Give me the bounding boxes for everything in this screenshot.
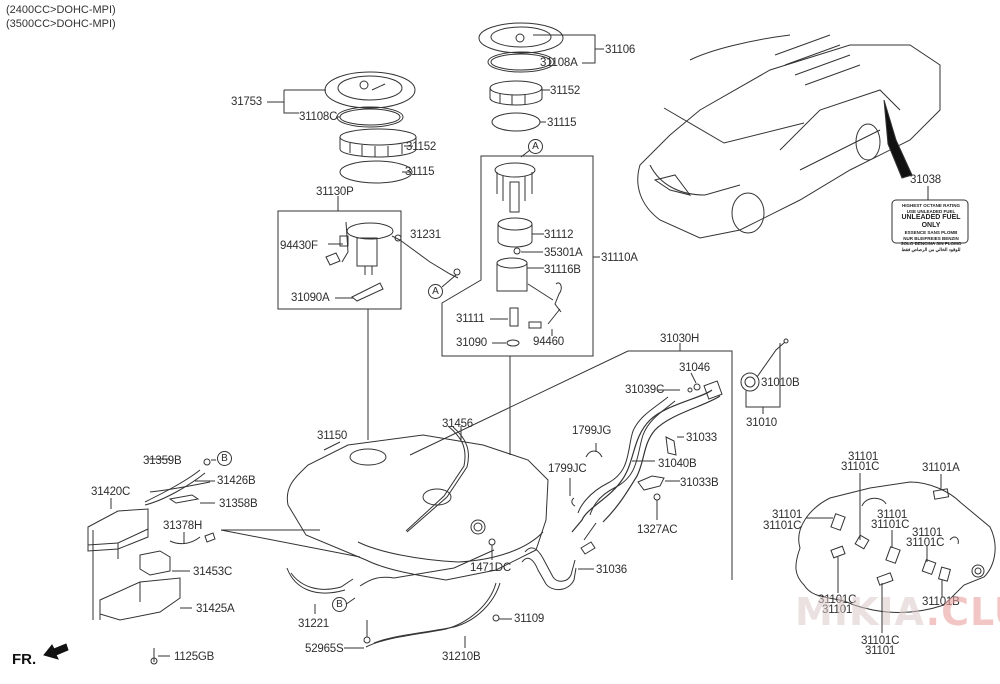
- watermark-text-a: MIKIA: [795, 590, 926, 634]
- part-label-31116B[interactable]: 31116B: [544, 264, 581, 276]
- part-label-31150[interactable]: 31150: [317, 430, 348, 442]
- part-label-31456[interactable]: 31456: [442, 418, 473, 430]
- part-label-31110A[interactable]: 31110A: [601, 252, 638, 264]
- part-label-31115-left[interactable]: 31115: [405, 166, 435, 178]
- fuel-label-line: SOLO BENCINA SIN PLOMO: [900, 241, 962, 247]
- part-label-tank-31101C[interactable]: 31101C: [861, 635, 900, 647]
- part-label-tank-31101A[interactable]: 31101A: [922, 462, 960, 474]
- part-label-1125GB[interactable]: 1125GB: [174, 651, 215, 663]
- part-label-31112[interactable]: 31112: [544, 229, 574, 241]
- reference-marker-a-harness: A: [428, 284, 443, 299]
- watermark: MIKIA.CLUB: [795, 590, 1000, 634]
- front-direction-arrow-icon: [43, 643, 69, 660]
- part-label-tank-31101[interactable]: 31101: [877, 509, 908, 521]
- part-label-tank-31101[interactable]: 31101: [912, 527, 943, 539]
- fuel-label-plate: HIGHEST OCTANE RATING USE UNLEADED FUEL …: [895, 203, 967, 253]
- part-label-31010[interactable]: 31010: [746, 417, 777, 429]
- engine-spec-line-2: (3500CC>DOHC-MPI): [6, 18, 116, 30]
- part-label-tank-31101C[interactable]: 31101C: [763, 520, 802, 532]
- part-label-94430F[interactable]: 94430F: [280, 240, 318, 252]
- watermark-text-b: .CLUB: [925, 590, 1000, 634]
- part-label-35301A[interactable]: 35301A: [544, 247, 583, 259]
- part-label-31130P[interactable]: 31130P: [316, 186, 354, 198]
- part-label-31090[interactable]: 31090: [456, 337, 487, 349]
- seal-31115-left: [339, 160, 413, 184]
- fuel-tank-drawing: [286, 425, 549, 648]
- part-label-tank-31101[interactable]: 31101: [822, 604, 853, 616]
- lock-ring-31152-right: [489, 80, 543, 106]
- part-label-31221[interactable]: 31221: [298, 618, 329, 630]
- part-label-31090A[interactable]: 31090A: [291, 292, 330, 304]
- gasket-31108C-inner: [339, 108, 401, 126]
- fuel-label-line: ESSENCE SANS PLOMB: [904, 230, 958, 236]
- part-label-tank-31101[interactable]: 31101: [772, 509, 803, 521]
- part-label-31108A[interactable]: 31108A: [540, 57, 578, 69]
- fuel-label-line-main: UNLEADED FUEL ONLY: [901, 214, 961, 230]
- part-label-31040B[interactable]: 31040B: [658, 458, 697, 470]
- fuel-pump-cover-plate-left: [324, 71, 416, 109]
- reference-marker-b-canister: B: [217, 451, 232, 466]
- reference-marker-b-tank: B: [332, 597, 347, 612]
- part-label-31111[interactable]: 31111: [456, 313, 485, 325]
- part-label-tank-31101[interactable]: 31101: [865, 645, 896, 657]
- part-label-31033[interactable]: 31033: [686, 432, 717, 444]
- part-label-tank-31101C[interactable]: 31101C: [818, 594, 857, 606]
- part-label-31231[interactable]: 31231: [410, 229, 441, 241]
- lock-ring-31152-left: [339, 128, 417, 158]
- part-label-31036[interactable]: 31036: [596, 564, 627, 576]
- part-label-31425A[interactable]: 31425A: [196, 603, 235, 615]
- part-label-31378H[interactable]: 31378H: [163, 520, 203, 532]
- vehicle-illustration: [637, 34, 941, 239]
- fuel-label-line: HIGHEST OCTANE RATING: [901, 203, 961, 208]
- fuel-label-line: NUR BLEIFREIES BENZIN: [903, 235, 959, 241]
- part-label-tank-31101C[interactable]: 31101C: [906, 537, 945, 549]
- engine-spec-line-1: (2400CC>DOHC-MPI): [6, 4, 116, 16]
- fuel-label-line: USE UNLEADED FUEL: [906, 208, 956, 214]
- part-label-31109[interactable]: 31109: [514, 613, 545, 625]
- part-label-31039C[interactable]: 31039C: [625, 384, 665, 396]
- part-label-31108C[interactable]: 31108C: [299, 111, 338, 123]
- part-label-31152-right[interactable]: 31152: [550, 85, 581, 97]
- part-label-tank-31101[interactable]: 31101: [848, 451, 879, 463]
- part-label-52965S[interactable]: 52965S: [305, 643, 344, 655]
- gasket-31108C: [336, 106, 404, 128]
- part-label-31030H[interactable]: 31030H: [660, 333, 700, 345]
- part-label-tank-31101B[interactable]: 31101B: [922, 596, 960, 608]
- part-label-31106[interactable]: 31106: [605, 44, 636, 56]
- part-label-31210B[interactable]: 31210B: [442, 651, 481, 663]
- part-label-tank-31101C[interactable]: 31101C: [871, 519, 910, 531]
- fuel-tank-labels-view: [795, 481, 996, 613]
- front-direction-label: FR.: [12, 651, 37, 668]
- part-label-31358B[interactable]: 31358B: [219, 498, 258, 510]
- part-label-31359B[interactable]: 31359B: [143, 455, 182, 467]
- part-label-31010B[interactable]: 31010B: [761, 377, 800, 389]
- part-label-31753[interactable]: 31753: [231, 96, 262, 108]
- part-label-31115-right[interactable]: 31115: [547, 117, 577, 129]
- part-label-94460[interactable]: 94460: [533, 336, 564, 348]
- part-label-31152-left[interactable]: 31152: [406, 141, 437, 153]
- part-label-1327AC[interactable]: 1327AC: [637, 524, 678, 536]
- part-label-31046[interactable]: 31046: [679, 362, 710, 374]
- part-label-31426B[interactable]: 31426B: [217, 475, 256, 487]
- part-label-31453C[interactable]: 31453C: [193, 566, 233, 578]
- part-label-1471DC[interactable]: 1471DC: [470, 562, 511, 574]
- part-label-tank-31101C[interactable]: 31101C: [841, 461, 880, 473]
- part-label-1799JC[interactable]: 1799JC: [548, 463, 587, 475]
- part-label-31420C[interactable]: 31420C: [91, 486, 131, 498]
- fuel-label-line: للوقود الخالي من الرصاص فقط: [901, 246, 961, 252]
- part-label-31033B[interactable]: 31033B: [680, 477, 719, 489]
- part-label-1799JG[interactable]: 1799JG: [572, 425, 612, 437]
- part-label-31038[interactable]: 31038: [910, 174, 941, 186]
- reference-marker-a-top: A: [528, 139, 543, 154]
- canister-drawing: [87, 458, 216, 665]
